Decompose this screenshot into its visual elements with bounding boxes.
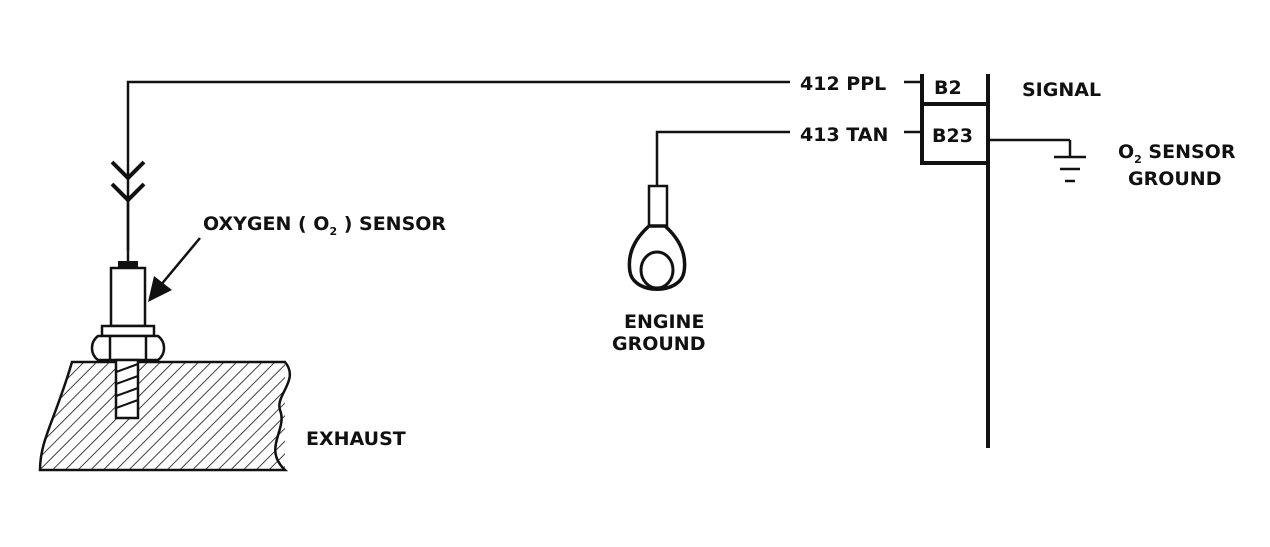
ground-wire-label: 413 TAN — [800, 124, 888, 146]
signal-wire — [126, 80, 922, 250]
oxygen-sensor-label: OXYGEN ( O2 ) SENSOR — [203, 213, 446, 238]
ecm-connector — [920, 74, 990, 448]
o2-sensor-ground-line2: GROUND — [1128, 168, 1221, 190]
engine-ground-label-line1: ENGINE — [624, 311, 704, 333]
ring-terminal-icon — [627, 184, 687, 291]
exhaust-label: EXHAUST — [306, 428, 406, 450]
engine-ground-label-line2: GROUND — [612, 333, 705, 355]
signal-label: SIGNAL — [1022, 79, 1101, 101]
signal-wire-label: 412 PPL — [800, 73, 886, 95]
oxygen-sensor-icon — [90, 200, 166, 420]
pin-b23-label: B23 — [932, 125, 973, 147]
o2-sensor-ground-line1: O2 SENSOR — [1118, 141, 1236, 166]
engine-ground-wire — [655, 130, 922, 187]
exhaust-pipe — [38, 360, 292, 472]
pin-b2-label: B2 — [934, 77, 962, 99]
sensor-callout-arrow — [148, 237, 201, 302]
ground-symbol-icon — [1054, 140, 1086, 183]
